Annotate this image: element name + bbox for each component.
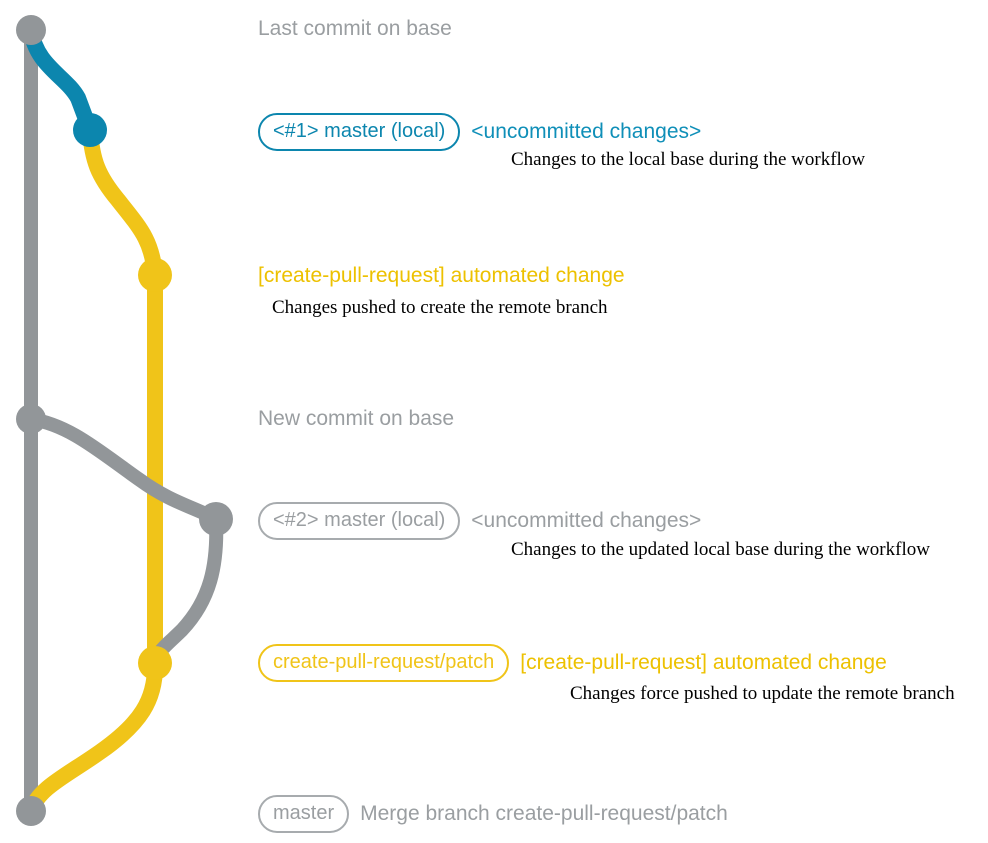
remote-branch-amber-line [82, 122, 163, 671]
updated-local-branch-line [24, 412, 223, 526]
local2-to-remote-line [148, 512, 224, 670]
commit-dot-local-1[interactable] [73, 113, 107, 147]
commit-description-remote-create: Changes pushed to create the remote bran… [272, 297, 608, 318]
commit-title-remote-create: [create-pull-request] automated change [258, 264, 625, 287]
commit-description-local-2: Changes to the updated local base during… [511, 539, 930, 560]
commit-dot-base-last[interactable] [16, 15, 46, 45]
row-last-commit: Last commit on base [258, 17, 452, 41]
commit-title-new-commit: New commit on base [258, 407, 455, 430]
row-local-1: <#1> master (local) <uncommitted changes… [258, 113, 701, 151]
branch-badge-local-1[interactable]: <#1> master (local) [258, 113, 461, 151]
row-local-2: <#2> master (local) <uncommitted changes… [258, 502, 701, 540]
commit-title-local-1: <uncommitted changes> [471, 119, 702, 143]
row-remote-create: [create-pull-request] automated change [258, 264, 625, 288]
commit-description-remote-update: Changes force pushed to update the remot… [570, 683, 955, 704]
commit-dot-local-2[interactable] [199, 502, 233, 536]
commit-title-merge: Merge branch create-pull-request/patch [360, 801, 728, 825]
row-merge: master Merge branch create-pull-request/… [258, 795, 728, 833]
commit-title-remote-update: [create-pull-request] automated change [520, 650, 887, 674]
local-branch-teal-line [23, 22, 98, 138]
commit-dot-base-new[interactable] [16, 404, 46, 434]
row-remote-update: create-pull-request/patch [create-pull-r… [258, 644, 887, 682]
commit-dot-remote-update[interactable] [138, 646, 172, 680]
commit-description-local-1: Changes to the local base during the wor… [511, 149, 866, 170]
remote-merge-to-base-line [23, 655, 164, 819]
branch-badge-local-2[interactable]: <#2> master (local) [258, 502, 461, 540]
branch-badge-master[interactable]: master [258, 795, 350, 833]
commit-dot-remote-create[interactable] [138, 258, 172, 292]
commit-dot-base-merge[interactable] [16, 796, 46, 826]
row-new-commit: New commit on base [258, 407, 454, 431]
commit-title-local-2: <uncommitted changes> [471, 508, 702, 532]
commit-title-last-commit: Last commit on base [258, 17, 452, 40]
branch-badge-remote-update[interactable]: create-pull-request/patch [258, 644, 510, 682]
